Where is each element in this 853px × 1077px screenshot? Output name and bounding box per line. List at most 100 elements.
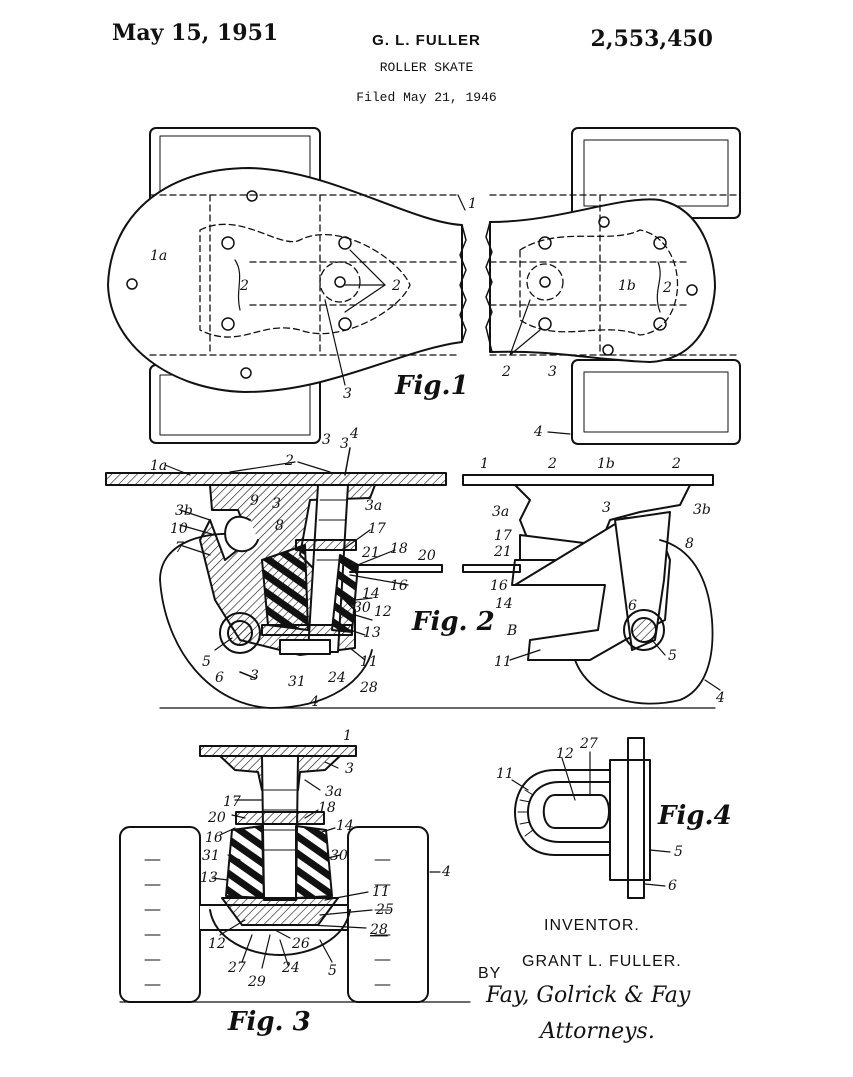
ref-16: 16 bbox=[490, 578, 508, 594]
ref-5: 5 bbox=[668, 648, 677, 664]
ref-2: 2 bbox=[662, 280, 672, 296]
section-line-3: 3 bbox=[250, 668, 259, 684]
ref-3: 3 bbox=[343, 386, 352, 402]
ref-3a: 3a bbox=[325, 784, 342, 800]
ref-10: 10 bbox=[170, 521, 188, 537]
ref-24: 24 bbox=[327, 670, 346, 686]
ref-30: 30 bbox=[330, 848, 348, 864]
ref-3: 3 bbox=[602, 500, 611, 516]
section-line-3: 3 bbox=[340, 436, 349, 452]
ref-20: 20 bbox=[417, 548, 436, 564]
ref-2: 2 bbox=[284, 453, 294, 469]
ref-18: 18 bbox=[390, 541, 408, 557]
ref-1: 1 bbox=[343, 728, 352, 744]
ref-2: 2 bbox=[391, 278, 401, 294]
ref-1: 1 bbox=[468, 196, 477, 212]
ref-31: 31 bbox=[202, 848, 220, 864]
ref-3b: 3b bbox=[693, 502, 711, 518]
ref-16: 16 bbox=[205, 830, 223, 846]
fig4-labels: 11 12 27 5 6 Fig.4 bbox=[496, 736, 732, 894]
ref-3: 3 bbox=[272, 496, 281, 512]
ref-11: 11 bbox=[494, 654, 512, 670]
ref-3: 3 bbox=[345, 761, 354, 777]
ref-b: B bbox=[506, 623, 517, 639]
ref-30: 30 bbox=[353, 600, 371, 616]
ref-1a: 1a bbox=[150, 248, 167, 264]
ref-3a: 3a bbox=[365, 498, 382, 514]
signature-block: INVENTOR. GRANT L. FULLER. BY Fay, Golri… bbox=[478, 917, 691, 1044]
ref-4: 4 bbox=[533, 424, 543, 440]
ref-6: 6 bbox=[215, 670, 224, 686]
ref-17: 17 bbox=[368, 521, 386, 537]
ref-13: 13 bbox=[363, 625, 381, 641]
ref-8: 8 bbox=[685, 536, 694, 552]
ref-12: 12 bbox=[374, 604, 392, 620]
ref-1: 1 bbox=[480, 456, 489, 472]
ref-4: 4 bbox=[441, 864, 451, 880]
ref-16: 16 bbox=[390, 578, 408, 594]
ref-7: 7 bbox=[175, 540, 184, 556]
ref-24: 24 bbox=[281, 960, 300, 976]
ref-3: 3 bbox=[548, 364, 557, 380]
ref-27: 27 bbox=[579, 736, 598, 752]
ref-21: 21 bbox=[361, 545, 380, 561]
ref-1b: 1b bbox=[597, 456, 615, 472]
ref-29: 29 bbox=[247, 974, 266, 990]
fig4-caption: Fig.4 bbox=[657, 801, 732, 831]
by-label: BY bbox=[478, 965, 501, 982]
ref-27: 27 bbox=[227, 960, 246, 976]
ref-11: 11 bbox=[496, 766, 514, 782]
ref-12: 12 bbox=[556, 746, 574, 762]
filing-date: Filed May 21, 1946 bbox=[356, 90, 497, 105]
ref-5: 5 bbox=[328, 963, 337, 979]
inventor-heading: INVENTOR. bbox=[544, 917, 640, 934]
ref-6: 6 bbox=[668, 878, 677, 894]
fig1-labels: 1 1a 1b 2 2 2 2 3 3 4 3 4 Fig.1 bbox=[150, 196, 672, 448]
ref-14: 14 bbox=[336, 818, 354, 834]
fig3-labels: 1 3 3a 17 20 16 31 13 18 14 30 4 11 25 2… bbox=[200, 728, 451, 1037]
patent-title: ROLLER SKATE bbox=[379, 60, 474, 75]
ref-12: 12 bbox=[208, 936, 226, 952]
fig3-caption: Fig. 3 bbox=[227, 1007, 311, 1037]
ref-2: 2 bbox=[547, 456, 557, 472]
ref-26: 26 bbox=[291, 936, 310, 952]
ref-28: 28 bbox=[359, 680, 378, 696]
ref-4: 4 bbox=[349, 426, 359, 442]
ref-1b: 1b bbox=[618, 278, 636, 294]
ref-11: 11 bbox=[372, 884, 390, 900]
attorneys-label: Attorneys. bbox=[538, 1019, 655, 1044]
ref-3a: 3a bbox=[492, 504, 509, 520]
ref-28: 28 bbox=[369, 922, 388, 938]
ref-2: 2 bbox=[239, 278, 249, 294]
ref-3b: 3b bbox=[175, 503, 193, 519]
patent-number: 2,553,450 bbox=[590, 26, 713, 52]
ref-9: 9 bbox=[250, 493, 259, 509]
ref-14: 14 bbox=[495, 596, 513, 612]
ref-18: 18 bbox=[318, 800, 336, 816]
ref-20: 20 bbox=[207, 810, 226, 826]
ref-2: 2 bbox=[671, 456, 681, 472]
fig1-caption: Fig.1 bbox=[394, 371, 469, 401]
ref-17: 17 bbox=[223, 794, 241, 810]
ref-21: 21 bbox=[493, 544, 512, 560]
ref-6: 6 bbox=[628, 598, 637, 614]
ref-8: 8 bbox=[275, 518, 284, 534]
ref-2: 2 bbox=[501, 364, 511, 380]
ref-25: 25 bbox=[375, 902, 394, 918]
ref-5: 5 bbox=[674, 844, 683, 860]
ref-5: 5 bbox=[202, 654, 211, 670]
fig2-labels: 1a 2 3 3a 3b 9 3 8 10 7 17 21 18 20 16 1… bbox=[150, 436, 725, 710]
fig2-caption: Fig. 2 bbox=[411, 607, 495, 637]
attorney-signature: Fay, Golrick & Fay bbox=[485, 983, 691, 1008]
section-line-3: 3 bbox=[322, 432, 331, 448]
ref-31: 31 bbox=[288, 674, 306, 690]
ref-4: 4 bbox=[309, 694, 319, 710]
fig1-drawing bbox=[107, 127, 741, 445]
inventor-full-name: GRANT L. FULLER. bbox=[522, 953, 682, 970]
patent-date: May 15, 1951 bbox=[112, 20, 279, 46]
ref-14: 14 bbox=[362, 586, 380, 602]
fig2-drawing bbox=[105, 447, 721, 709]
fig4-drawing bbox=[511, 737, 671, 899]
